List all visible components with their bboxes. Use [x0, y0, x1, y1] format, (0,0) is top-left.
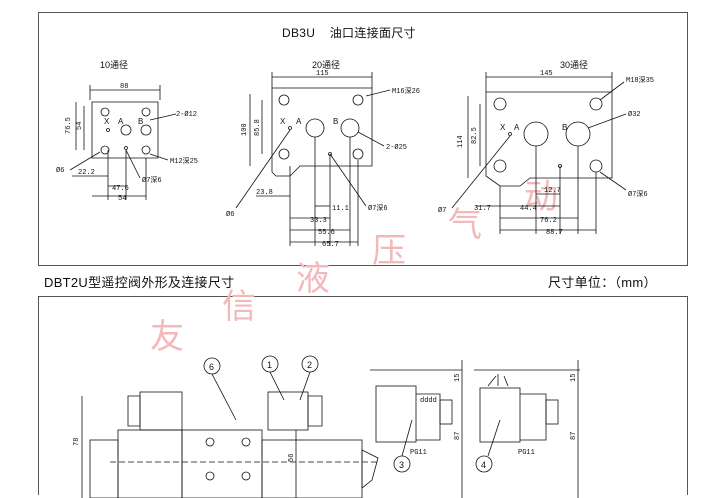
watermark-char: 压 [372, 233, 406, 270]
interface-20: 20通径 115 X A B 100 85.8 M16深26 2-Ø25 Ø7深… [226, 59, 420, 249]
svg-text:dddd: dddd [420, 397, 437, 405]
svg-text:Ø7深6: Ø7深6 [142, 175, 162, 185]
svg-text:76.2: 76.2 [540, 217, 557, 225]
svg-text:2-Ø12: 2-Ø12 [176, 110, 197, 119]
svg-text:PG11: PG11 [410, 449, 427, 457]
top-section-frame [38, 12, 688, 266]
plug-view-4: PG11 4 15 87 [474, 360, 580, 498]
svg-text:54: 54 [118, 195, 126, 203]
interface-10: 10通径 88 X A B 76.5 54 2-Ø12 M12深25 Ø6 Ø7… [56, 59, 198, 203]
callout-1: 1 [267, 360, 272, 370]
bottom-section-frame [38, 296, 688, 495]
svg-text:Ø7深6: Ø7深6 [628, 189, 648, 199]
svg-text:A: A [296, 117, 302, 126]
top-section-title: DB3U 油口连接面尺寸 [282, 26, 416, 40]
svg-text:76.5: 76.5 [65, 117, 73, 134]
valve-front-view: 78 56 6 1 2 [73, 355, 380, 498]
svg-text:78: 78 [73, 438, 81, 446]
svg-text:85.8: 85.8 [254, 119, 262, 136]
svg-text:115: 115 [316, 70, 329, 78]
bottom-section-title: DBT2U型遥控阀外形及连接尺寸 [44, 275, 235, 290]
callout-3: 3 [399, 460, 404, 470]
watermark-char: 友 [150, 318, 184, 356]
svg-text:23.8: 23.8 [256, 189, 273, 197]
svg-text:47.6: 47.6 [112, 185, 129, 193]
watermark-char: 动 [524, 179, 558, 216]
svg-text:B: B [138, 117, 143, 126]
svg-text:B: B [562, 123, 567, 132]
svg-text:M18深35: M18深35 [626, 75, 654, 85]
svg-text:M16深26: M16深26 [392, 86, 420, 96]
callout-6: 6 [209, 362, 214, 372]
svg-text:54: 54 [76, 122, 84, 130]
svg-text:A: A [118, 117, 124, 126]
svg-text:100: 100 [241, 123, 249, 136]
svg-text:12.7: 12.7 [544, 187, 561, 195]
svg-text:22.2: 22.2 [78, 169, 95, 177]
svg-text:33.3: 33.3 [310, 217, 327, 225]
plug-view-3: dddd PG11 3 15 87 [370, 360, 463, 498]
svg-text:56: 56 [288, 454, 296, 462]
heading-30: 30通径 [560, 59, 588, 70]
watermark: 友 信 液 压 气 动 [150, 179, 558, 356]
callout-4: 4 [481, 460, 486, 470]
svg-text:82.5: 82.5 [471, 127, 479, 144]
svg-text:87: 87 [570, 432, 578, 440]
svg-text:87: 87 [454, 432, 462, 440]
svg-text:A: A [514, 123, 520, 132]
heading-10: 10通径 [100, 59, 128, 70]
svg-text:B: B [333, 117, 338, 126]
watermark-char: 信 [222, 288, 256, 326]
svg-text:88.7: 88.7 [546, 229, 563, 237]
svg-text:X: X [500, 123, 506, 132]
svg-text:Ø7深6: Ø7深6 [368, 203, 388, 213]
svg-text:145: 145 [540, 70, 553, 78]
svg-text:Ø6: Ø6 [226, 210, 234, 219]
svg-text:Ø7: Ø7 [438, 206, 446, 215]
svg-text:15: 15 [570, 374, 578, 382]
svg-text:55.6: 55.6 [318, 229, 335, 237]
svg-text:15: 15 [454, 374, 462, 382]
svg-text:11.1: 11.1 [332, 205, 349, 213]
interface-30: 30通径 145 X A B 114 82.5 M18深35 Ø32 Ø7深6 … [438, 59, 654, 237]
svg-text:31.7: 31.7 [474, 205, 491, 213]
svg-text:65.7: 65.7 [322, 241, 339, 249]
unit-label: 尺寸单位：（mm） [548, 275, 657, 290]
svg-text:2-Ø25: 2-Ø25 [386, 143, 407, 152]
svg-text:X: X [280, 117, 286, 126]
svg-text:44.4: 44.4 [520, 205, 537, 213]
heading-20: 20通径 [312, 59, 340, 70]
svg-text:Ø32: Ø32 [628, 110, 641, 119]
callout-2: 2 [307, 360, 312, 370]
svg-text:114: 114 [457, 135, 465, 148]
svg-text:M12深25: M12深25 [170, 156, 198, 166]
watermark-char: 气 [448, 206, 482, 244]
watermark-char: 液 [296, 260, 330, 298]
svg-text:88: 88 [120, 83, 128, 91]
svg-text:PG11: PG11 [518, 449, 535, 457]
svg-text:X: X [104, 117, 110, 126]
svg-text:Ø6: Ø6 [56, 166, 64, 175]
